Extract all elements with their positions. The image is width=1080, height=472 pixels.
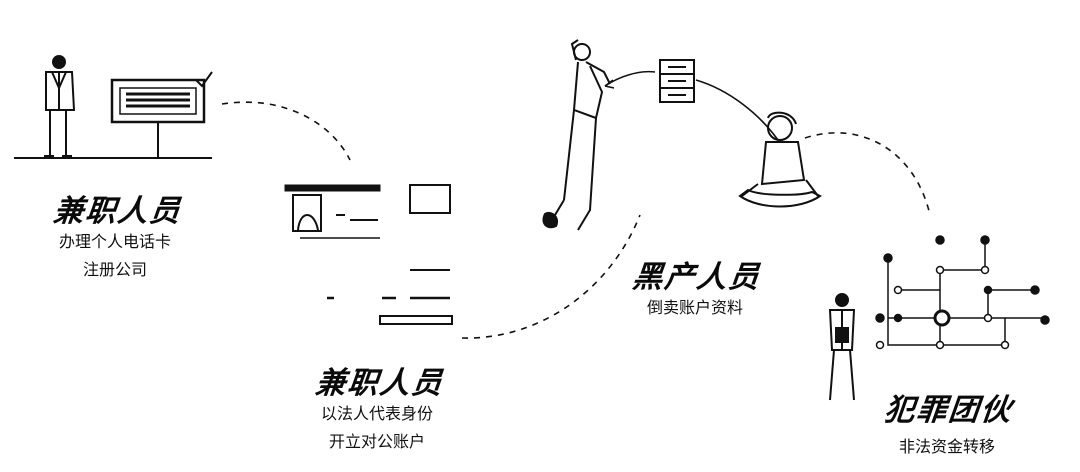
phone-card-icon [110, 71, 213, 158]
stage-1-desc-line-1: 办理个人电话卡 [58, 232, 171, 251]
stage-4-desc-line-1: 非法资金转移 [898, 437, 995, 456]
stage-3-title: 黑产人员 [630, 260, 763, 295]
stage-4-desc: 非法资金转移 [872, 433, 1022, 461]
arrow-curve [604, 70, 656, 89]
stage-2-desc-line-1: 以法人代表身份 [320, 404, 433, 423]
network-graph-icon [887, 240, 1045, 346]
stage-1-desc: 办理个人电话卡 注册公司 [40, 228, 190, 284]
person-icon-3 [738, 111, 822, 208]
stage-2-desc-line-2: 开立对公账户 [328, 432, 425, 451]
stage-1-title: 兼职人员 [51, 194, 184, 229]
stage-2-title: 兼职人员 [313, 366, 446, 401]
stage-1-desc-line-2: 注册公司 [82, 260, 147, 279]
stage-3-desc: 倒卖账户资料 [620, 294, 770, 322]
stage-2-desc: 以法人代表身份 开立对公账户 [302, 400, 452, 456]
money-stack-icon [659, 59, 695, 103]
stage-4-title: 犯罪团伙 [882, 393, 1015, 428]
stage-3-desc-line-1: 倒卖账户资料 [646, 298, 743, 317]
bank-document-icon [284, 184, 453, 325]
person-icon-4 [828, 293, 856, 401]
person-icon-2 [542, 39, 611, 231]
network-nodes [875, 235, 1050, 350]
person-icon-1 [44, 55, 76, 157]
dashed-connectors [221, 79, 931, 339]
